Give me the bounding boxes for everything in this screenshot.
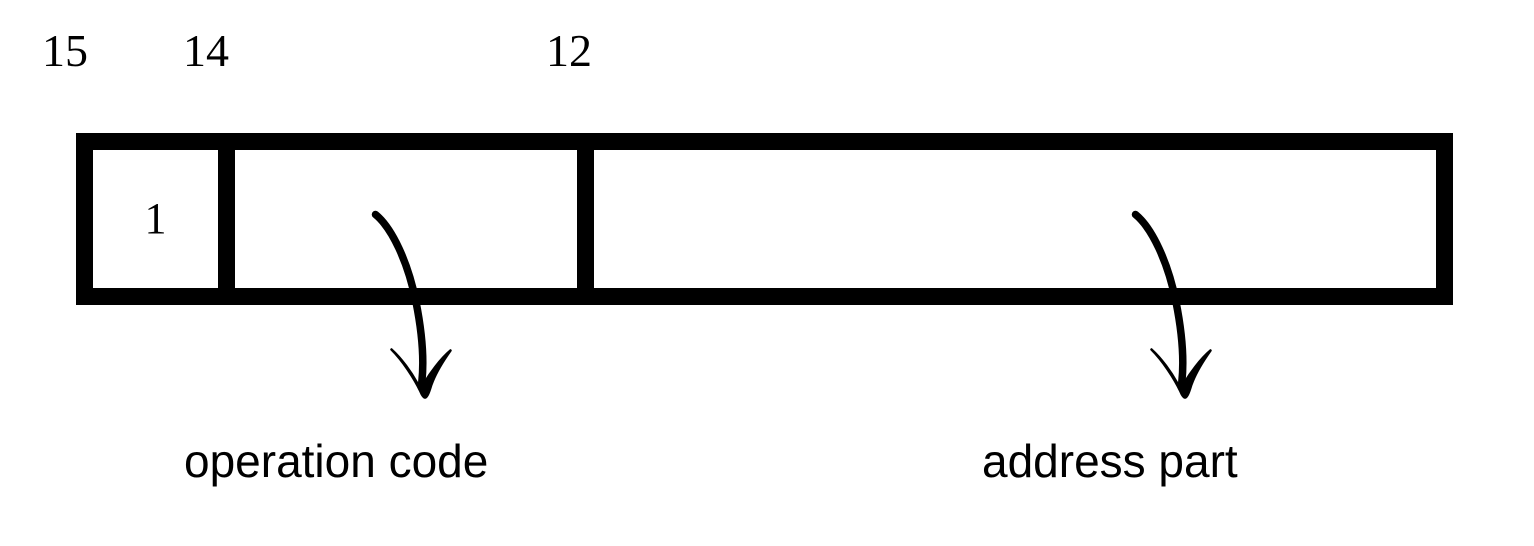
field-indirect-bit: 1 <box>93 150 235 288</box>
caption-address-part: address part <box>982 435 1238 487</box>
indirect-bit-value: 1 <box>144 194 167 243</box>
instruction-register-box: 1 <box>76 133 1453 305</box>
field-address-part <box>594 150 1436 288</box>
bit-position-label-15: 15 <box>42 25 88 76</box>
field-operation-code <box>235 150 594 288</box>
caption-operation-code: operation code <box>184 435 489 487</box>
bit-position-label-12: 12 <box>546 25 592 76</box>
bit-position-label-14: 14 <box>183 25 229 76</box>
